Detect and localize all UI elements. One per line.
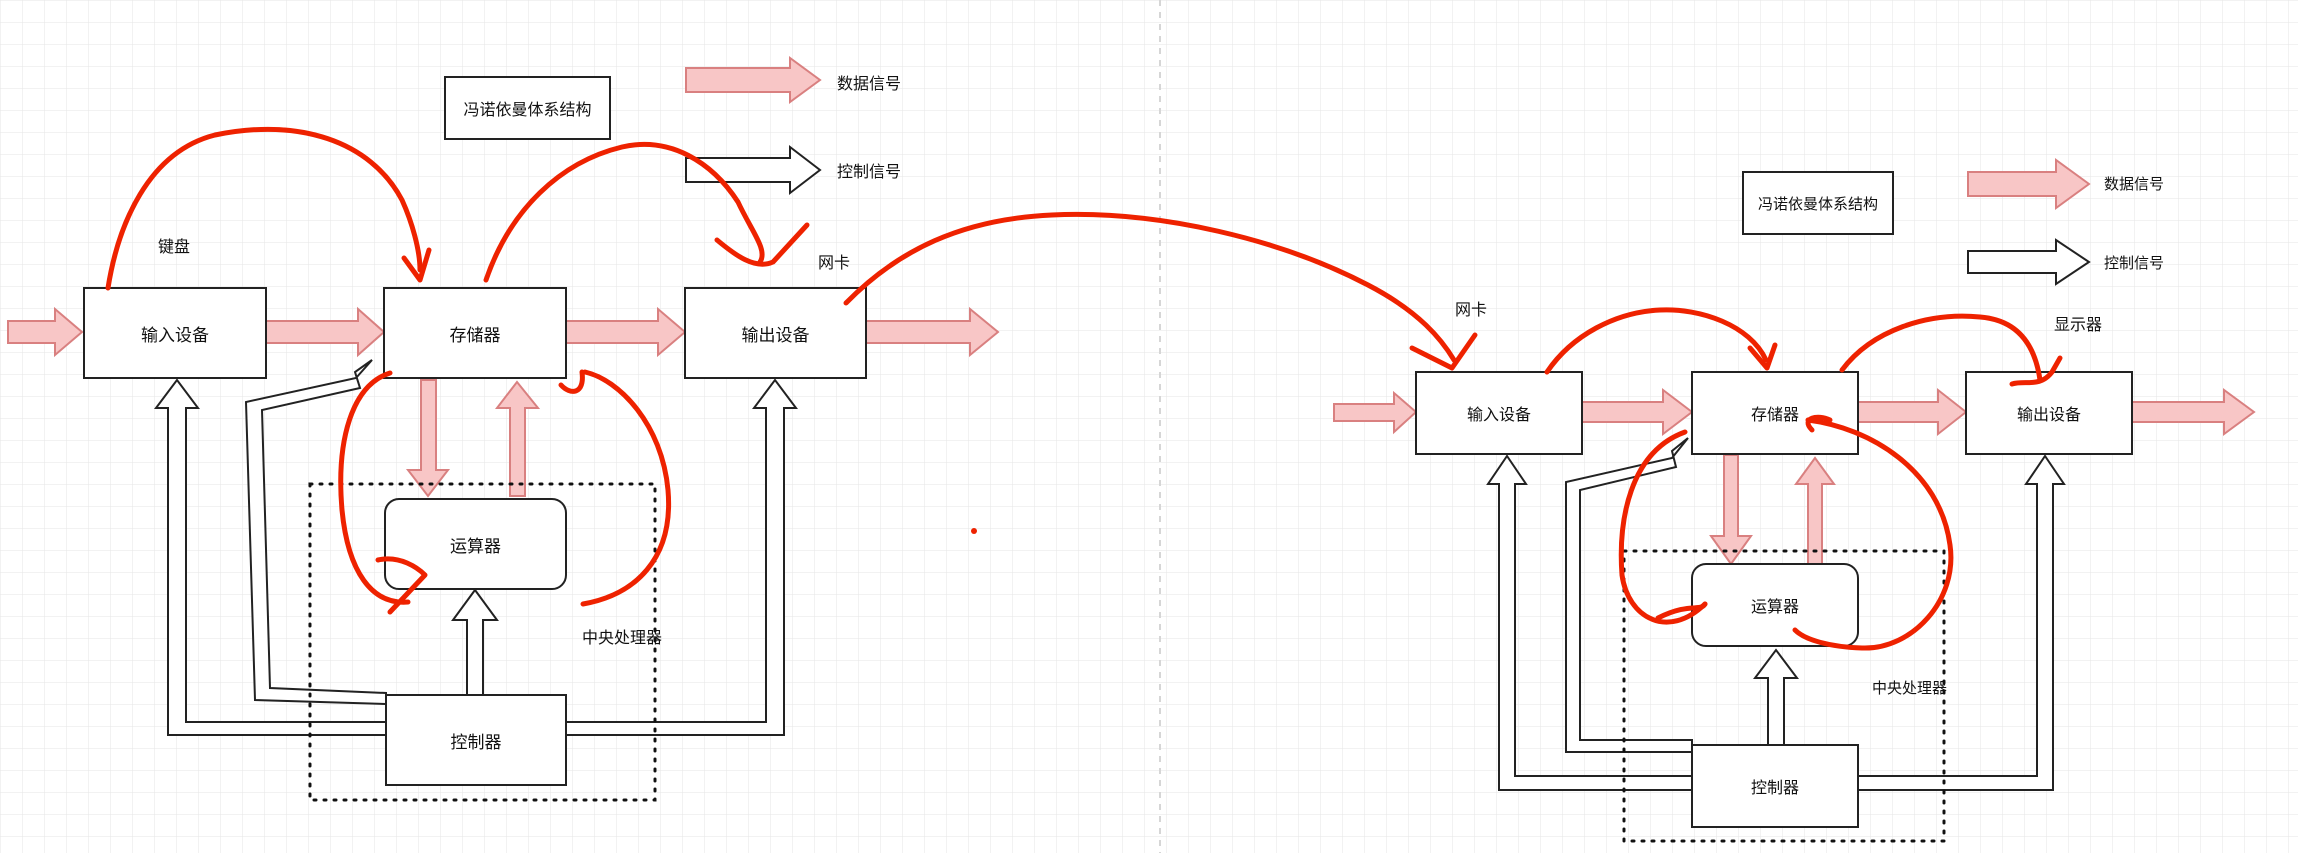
data-arrow-alu-memory (1794, 456, 1836, 565)
controller-box[interactable] (1691, 744, 1859, 828)
legend-data-label: 数据信号 (837, 74, 902, 93)
alu-label: 运算器 (1750, 597, 1799, 616)
legend-control-arrow (1967, 238, 2091, 286)
data-arrow-out (2131, 388, 2256, 436)
cpu-boundary (308, 482, 657, 802)
cpu-boundary (1622, 549, 1946, 843)
memory-label: 存储器 (1750, 405, 1799, 424)
data-arrow-memory-alu (1709, 454, 1753, 566)
legend-control-label: 控制信号 (837, 162, 902, 181)
diagram-title: 冯诺依曼体系结构 (1757, 194, 1878, 213)
input-device-box[interactable] (1415, 371, 1583, 455)
input-device-box[interactable] (83, 287, 267, 379)
annotation-display: 显示器 (2054, 315, 2103, 334)
control-arrow-to-output (565, 378, 798, 736)
data-arrow-memory-alu (405, 379, 451, 498)
data-arrow-memory-output (565, 306, 687, 358)
legend-control-label: 控制信号 (2104, 254, 2165, 272)
diagram-left (7, 56, 1478, 802)
data-arrow-in (1333, 390, 1418, 435)
control-arrow-to-input (154, 378, 387, 736)
output-device-label: 输出设备 (2016, 405, 2081, 424)
title-box[interactable] (1742, 171, 1894, 235)
memory-label: 存储器 (449, 325, 501, 346)
cpu-label: 中央处理器 (582, 628, 663, 647)
control-arrow-to-alu (451, 588, 499, 696)
legend-data-arrow (685, 56, 822, 104)
data-arrow-out (865, 306, 1000, 358)
annotation-strokes (105, 127, 1478, 615)
control-arrow-to-input (1486, 454, 1693, 791)
controller-label: 控制器 (450, 732, 502, 753)
diagram-title: 冯诺依曼体系结构 (463, 100, 592, 119)
input-device-label: 输入设备 (1466, 405, 1531, 424)
control-arrow-to-memory (1565, 437, 1693, 753)
diagram-right (1333, 158, 2256, 843)
legend-data-arrow (1967, 158, 2091, 210)
controller-box[interactable] (385, 694, 567, 786)
control-arrow-to-alu (1753, 648, 1799, 746)
data-arrow-input-memory (265, 306, 386, 358)
annotation-nic: 网卡 (1455, 300, 1488, 319)
data-arrow-memory-output (1857, 387, 1968, 437)
data-arrow-input-memory (1581, 387, 1694, 437)
alu-box[interactable] (384, 498, 567, 590)
title-box[interactable] (444, 76, 611, 140)
output-device-label: 输出设备 (741, 325, 810, 346)
alu-label: 运算器 (450, 536, 501, 557)
annotation-dot (971, 528, 977, 534)
input-device-label: 输入设备 (141, 325, 209, 346)
control-arrow-to-memory (244, 359, 387, 706)
annotation-nic: 网卡 (818, 253, 851, 272)
cpu-label: 中央处理器 (1872, 679, 1948, 697)
controller-label: 控制器 (1750, 778, 1799, 797)
alu-box[interactable] (1691, 563, 1859, 647)
annotation-keyboard: 键盘 (158, 237, 191, 256)
data-arrow-alu-memory (494, 380, 541, 497)
control-arrow-to-output (1857, 454, 2066, 791)
output-device-box[interactable] (684, 287, 867, 379)
memory-box[interactable] (1691, 371, 1859, 455)
annotation-strokes (1544, 307, 2063, 651)
data-arrow-in (7, 306, 84, 358)
memory-box[interactable] (383, 287, 567, 379)
legend-data-label: 数据信号 (2104, 175, 2165, 193)
